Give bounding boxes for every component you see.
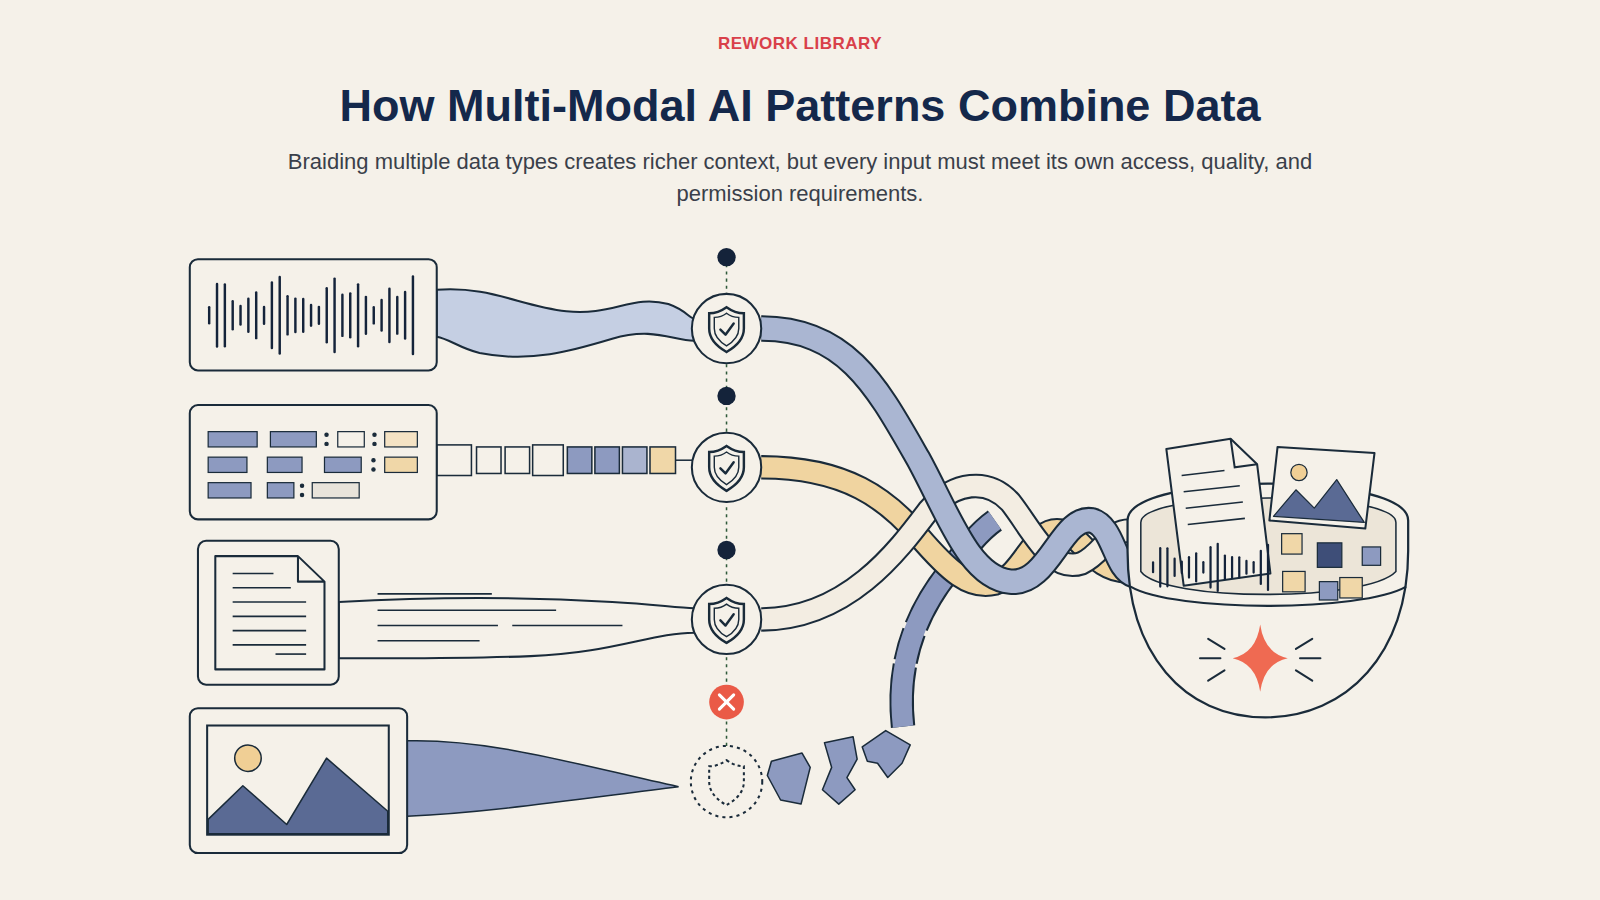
checkpoint — [692, 294, 761, 654]
waveform — [209, 277, 413, 355]
table-box — [190, 405, 437, 519]
braid — [761, 329, 1134, 620]
text-lines — [378, 594, 623, 641]
subtitle: Braiding multiple data types creates ric… — [255, 146, 1345, 210]
text-ribbon — [339, 598, 694, 658]
document-icon — [215, 556, 324, 669]
page-title: How Multi-Modal AI Patterns Combine Data — [340, 80, 1261, 132]
audio-ribbon — [437, 289, 694, 357]
audio-box — [190, 259, 437, 370]
image-ribbon — [407, 741, 678, 817]
broken-fragments — [767, 731, 910, 804]
document-box — [198, 541, 339, 685]
bowl — [1128, 439, 1409, 718]
kicker-label: REWORK LIBRARY — [718, 34, 882, 54]
block-chain — [437, 445, 694, 476]
sparkle — [1200, 624, 1320, 691]
rejected-check — [691, 685, 762, 818]
image-box — [190, 708, 407, 853]
table-cells — [208, 432, 417, 498]
